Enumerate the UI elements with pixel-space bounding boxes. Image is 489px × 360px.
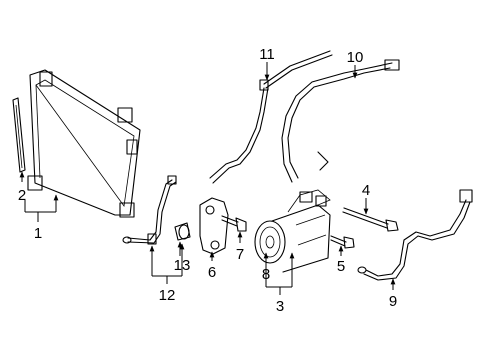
callout-6: 6 — [208, 264, 216, 281]
callout-10: 10 — [347, 49, 364, 66]
compressor — [254, 189, 331, 273]
hose-assembly — [357, 189, 473, 281]
valve-cap — [174, 222, 191, 241]
callout-5: 5 — [337, 258, 345, 275]
callout-11: 11 — [259, 46, 275, 63]
discharge-hose — [281, 59, 400, 183]
long-bolt — [342, 207, 399, 232]
callout-labels: 1 2 3 4 5 6 7 8 9 10 11 12 13 — [18, 46, 397, 315]
callout-2: 2 — [18, 187, 26, 204]
condenser — [27, 69, 141, 218]
callout-8: 8 — [262, 266, 270, 283]
callout-4: 4 — [362, 182, 370, 199]
callout-13: 13 — [174, 257, 191, 274]
compressor-bracket — [199, 197, 229, 255]
leader-lines — [19, 62, 396, 295]
callout-12: 12 — [159, 287, 176, 304]
receiver-drier — [12, 97, 26, 173]
liquid-line — [122, 175, 177, 245]
callout-7: 7 — [236, 246, 244, 263]
bolt-5 — [330, 235, 355, 249]
suction-hose — [209, 50, 333, 184]
callout-9: 9 — [389, 293, 397, 310]
bolt-7 — [221, 215, 247, 232]
callout-1: 1 — [34, 225, 42, 242]
callout-3: 3 — [276, 298, 284, 315]
